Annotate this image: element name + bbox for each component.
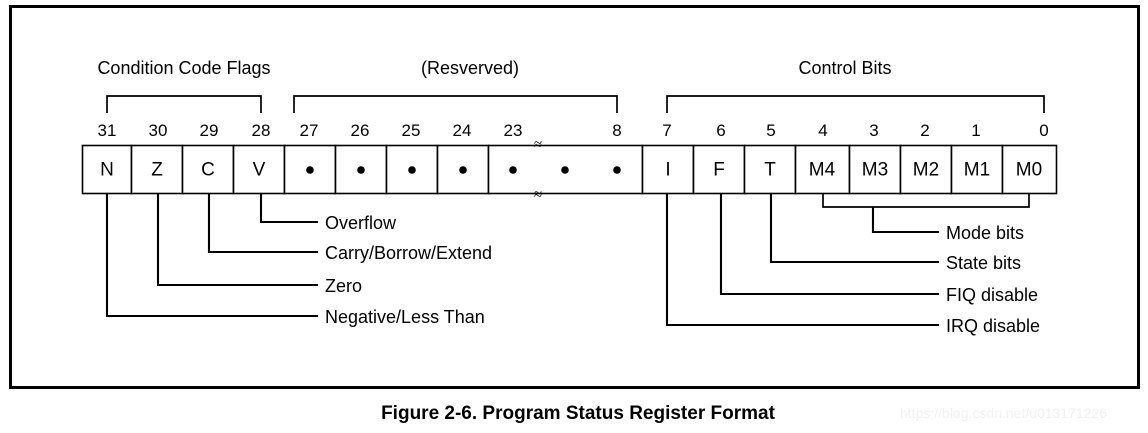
leader-line-irq-disable <box>665 194 939 327</box>
group-header-reserved: (Resverved) <box>421 58 519 78</box>
annotation-zero: Zero <box>325 276 362 296</box>
annotation-negative-less-than: Negative/Less Than <box>325 307 485 327</box>
cell-label-M0: M0 <box>1016 160 1042 181</box>
register-cell-T[interactable] <box>743 144 797 195</box>
bit-number-4: 4 <box>818 121 827 140</box>
leader-line-carry <box>207 194 318 254</box>
annotation-irq-disable: IRQ disable <box>946 316 1040 336</box>
cell-label-M1: M1 <box>964 160 990 181</box>
annotation-overflow: Overflow <box>325 213 397 233</box>
bit-number-1: 1 <box>971 121 980 140</box>
bit-number-26: 26 <box>351 121 370 140</box>
leader-line-mode-bits <box>871 207 939 234</box>
bit-number-7: 7 <box>662 121 671 140</box>
bit-number-5: 5 <box>766 121 775 140</box>
reserved-dot-8 <box>613 166 621 174</box>
cell-label-T: T <box>764 160 776 181</box>
register-cell-row <box>81 144 1058 195</box>
annotation-state-bits: State bits <box>946 253 1021 273</box>
bracket-condition-code-flags <box>106 95 262 113</box>
bit-number-2: 2 <box>920 121 929 140</box>
cell-label-M2: M2 <box>913 160 939 181</box>
register-cell-M1[interactable] <box>950 144 1004 195</box>
bit-number-23: 23 <box>504 121 523 140</box>
cell-label-N: N <box>100 160 114 181</box>
leader-line-negative <box>105 194 318 318</box>
reserved-dot-27 <box>306 166 314 174</box>
register-cell-F[interactable] <box>692 144 746 195</box>
group-header-control-bits: Control Bits <box>798 58 891 78</box>
bit-number-3: 3 <box>869 121 878 140</box>
reserved-dot-25 <box>408 166 416 174</box>
register-cell-M4[interactable] <box>794 144 851 195</box>
reserved-bit-dots <box>306 166 621 174</box>
register-cell-Z[interactable] <box>130 144 184 195</box>
reserved-dot-24 <box>459 166 467 174</box>
bracket-mode-bits <box>822 194 1030 208</box>
bit-number-6: 6 <box>716 121 725 140</box>
annotation-mode-bits: Mode bits <box>946 223 1024 243</box>
register-cell-M0[interactable] <box>1001 144 1058 195</box>
cell-label-I: I <box>665 160 670 181</box>
bit-number-row: 31 30 29 28 27 26 25 24 23 8 7 6 5 4 3 2… <box>98 121 1049 140</box>
bracket-control-bits <box>666 95 1045 113</box>
break-mark-top: ≈ <box>534 137 542 153</box>
cell-label-V: V <box>253 160 266 181</box>
figure-caption: Figure 2-6. Program Status Register Form… <box>381 403 775 424</box>
cell-label-M4: M4 <box>809 160 836 181</box>
cell-label-F: F <box>713 160 725 181</box>
figure-frame <box>9 5 1140 389</box>
reserved-dot-26 <box>357 166 365 174</box>
bit-number-29: 29 <box>200 121 219 140</box>
register-cell-V[interactable] <box>232 144 286 195</box>
bit-number-8: 8 <box>612 121 621 140</box>
break-mark-bottom: ≈ <box>534 187 542 203</box>
reserved-dot-23 <box>509 166 517 174</box>
leader-line-state-bits <box>769 194 939 264</box>
bit-number-25: 25 <box>402 121 421 140</box>
annotation-fiq-disable: FIQ disable <box>946 285 1038 305</box>
reserved-dot-mid <box>561 166 569 174</box>
watermark-url: https://blog.csdn.net/u013171226 <box>900 405 1107 421</box>
cell-label-C: C <box>201 160 215 181</box>
bit-number-24: 24 <box>453 121 472 140</box>
cell-label-M3: M3 <box>862 160 888 181</box>
group-header-condition-code-flags: Condition Code Flags <box>97 58 270 78</box>
leader-line-zero <box>156 194 318 287</box>
annotation-carry-borrow-extend: Carry/Borrow/Extend <box>325 243 492 263</box>
leader-line-fiq-disable <box>719 194 939 296</box>
bit-number-30: 30 <box>149 121 168 140</box>
bit-number-31: 31 <box>98 121 117 140</box>
leader-line-overflow <box>259 194 318 224</box>
register-cell-I[interactable] <box>641 144 695 195</box>
bit-number-27: 27 <box>300 121 319 140</box>
bit-number-0: 0 <box>1039 121 1048 140</box>
bit-number-28: 28 <box>252 121 271 140</box>
bracket-reserved <box>293 95 618 113</box>
register-cell-labels: N Z C V I F T M4 M3 M2 M1 M0 <box>100 160 1042 181</box>
cell-label-Z: Z <box>151 160 163 181</box>
register-cell-N[interactable] <box>81 144 133 195</box>
